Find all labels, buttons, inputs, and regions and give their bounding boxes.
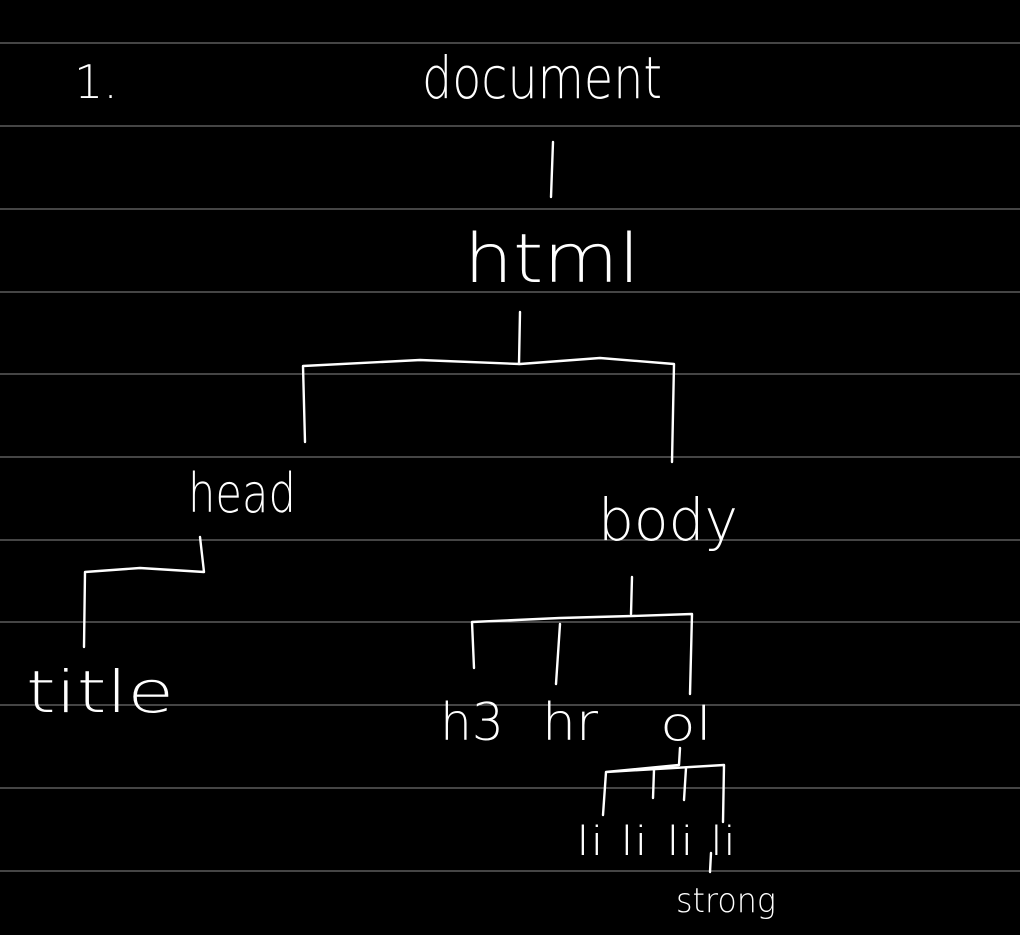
edge-ol-li2 bbox=[651, 768, 656, 800]
node-li: li bbox=[666, 819, 694, 865]
tree-labels: 1. document html head body title h3 hr o… bbox=[26, 44, 776, 921]
bracket-body-children bbox=[470, 612, 694, 696]
node-head: head bbox=[188, 462, 296, 525]
node-title: title bbox=[26, 658, 174, 726]
node-li: li bbox=[620, 819, 648, 865]
node-h3: h3 bbox=[440, 693, 504, 753]
node-li: li bbox=[710, 819, 736, 865]
edge-ol-li3 bbox=[682, 766, 688, 802]
bracket-ol-children bbox=[601, 746, 726, 824]
node-body: body bbox=[598, 486, 738, 554]
tree-connectors bbox=[82, 140, 726, 874]
bracket-html-children bbox=[301, 356, 676, 464]
edge-body-down bbox=[629, 575, 634, 616]
node-document: document bbox=[422, 44, 662, 112]
node-strong: strong bbox=[676, 881, 776, 921]
edge-document-html bbox=[549, 140, 555, 199]
node-html: html bbox=[464, 220, 640, 299]
node-hr: hr bbox=[542, 693, 599, 753]
diagram-number: 1. bbox=[74, 55, 118, 109]
edge-li-strong bbox=[708, 851, 713, 874]
node-ol: ol bbox=[660, 697, 712, 751]
edge-body-hr bbox=[554, 622, 562, 686]
bracket-head-title bbox=[82, 535, 206, 649]
edge-html-down bbox=[517, 310, 522, 366]
ruled-lines bbox=[0, 42, 1020, 872]
node-li: li bbox=[576, 819, 604, 865]
